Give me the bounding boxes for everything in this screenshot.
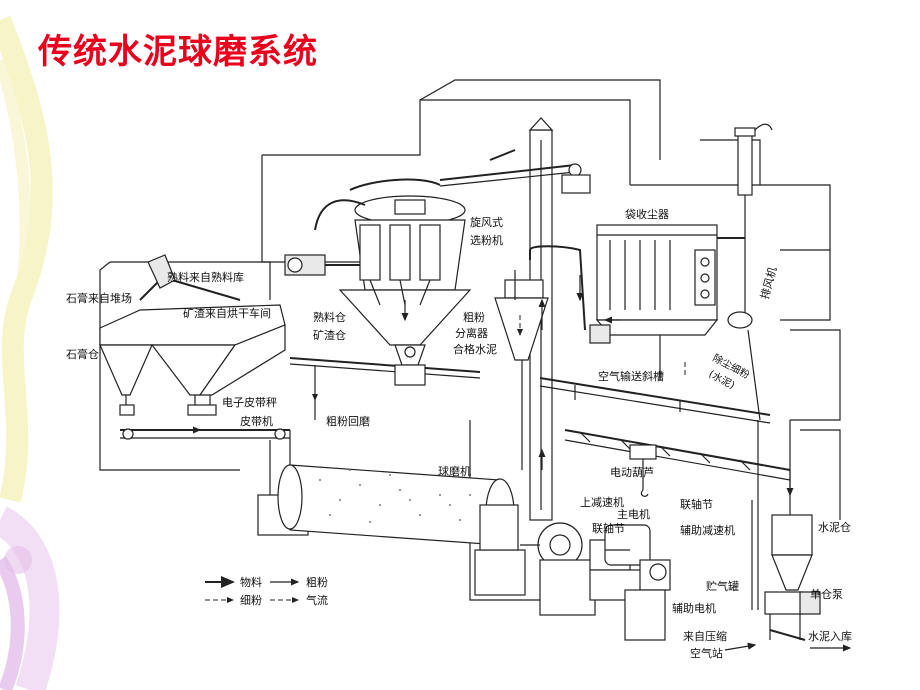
raw-material-bins — [99, 304, 286, 416]
label-clinker-source: 熟料来自熟料库 — [167, 270, 244, 284]
label-coupling-2: 联轴节 — [592, 521, 625, 535]
label-coarse-separator-1: 粗粉 — [463, 311, 485, 324]
label-coupling-1: 联轴节 — [680, 497, 713, 511]
intermediate-conveyor — [289, 344, 481, 420]
legend-material: 物料 — [240, 575, 262, 589]
feed-conveyors — [139, 254, 241, 301]
belt-conveyor-line — [120, 428, 291, 500]
bucket-elevator — [528, 117, 554, 521]
label-hoist: 电动葫芦 — [610, 466, 654, 479]
label-gypsum-source: 石膏来自堆场 — [66, 291, 132, 305]
label-cyclone-separator-1: 旋风式 — [470, 215, 503, 229]
label-qualified-cement: 合格水泥 — [453, 342, 497, 356]
air-slide — [539, 377, 771, 424]
legend: 物料 粗粉 细粉 气流 — [205, 575, 328, 607]
label-coarse-separator-2: 分离器 — [455, 326, 488, 340]
bag-filter — [589, 224, 719, 380]
slide-title: 传统水泥球磨系统 — [38, 32, 318, 72]
label-aux-reducer: 辅助减速机 — [680, 523, 735, 537]
label-slag-bin: 矿渣仓 — [313, 328, 346, 342]
label-ball-mill: 球磨机 — [438, 464, 471, 478]
label-air-tank: 贮气罐 — [706, 579, 739, 593]
label-slag-source: 矿渣来自烘干车间 — [183, 306, 271, 320]
label-cyclone-separator-2: 选粉机 — [470, 233, 503, 247]
ball-mill — [257, 464, 526, 596]
diagram-labels: 石膏来自堆场 熟料来自熟料库 矿渣来自烘干车间 石膏仓 熟料仓 矿渣仓 电子皮带… — [66, 207, 852, 660]
label-upper-reducer: 上减速机 — [580, 495, 624, 509]
decor-swirl — [0, 15, 60, 690]
top-conveyor — [439, 149, 591, 194]
label-cement-silo: 水泥仓 — [818, 520, 851, 534]
cement-silo — [751, 420, 821, 641]
label-air-slide: 空气输送斜槽 — [598, 369, 664, 383]
legend-fine: 细粉 — [240, 594, 262, 607]
label-exhaust-fan: 排风机 — [757, 265, 779, 300]
label-gypsum-bin: 石膏仓 — [66, 347, 99, 361]
label-bag-filter: 袋收尘器 — [625, 207, 669, 221]
legend-airflow: 气流 — [306, 593, 328, 607]
label-compressed-air-1: 来自压缩 — [683, 630, 727, 643]
exhaust-stack — [717, 123, 773, 421]
flow-arrows — [170, 275, 852, 652]
label-pump: 单仓泵 — [810, 587, 843, 601]
legend-coarse: 粗粉 — [306, 576, 328, 589]
label-aux-motor: 辅助电机 — [672, 601, 716, 615]
label-coarse-return: 粗粉回磨 — [326, 415, 370, 428]
electric-hoist — [564, 429, 791, 497]
label-main-motor: 主电机 — [617, 507, 650, 521]
label-to-storage: 水泥入库 — [808, 630, 852, 643]
drive-train — [520, 522, 671, 641]
label-clinker-bin: 熟料仓 — [313, 310, 346, 324]
label-belt-scale: 电子皮带秤 — [222, 396, 277, 409]
label-belt-conveyor: 皮带机 — [240, 414, 273, 428]
label-compressed-air-2: 空气站 — [690, 646, 723, 660]
